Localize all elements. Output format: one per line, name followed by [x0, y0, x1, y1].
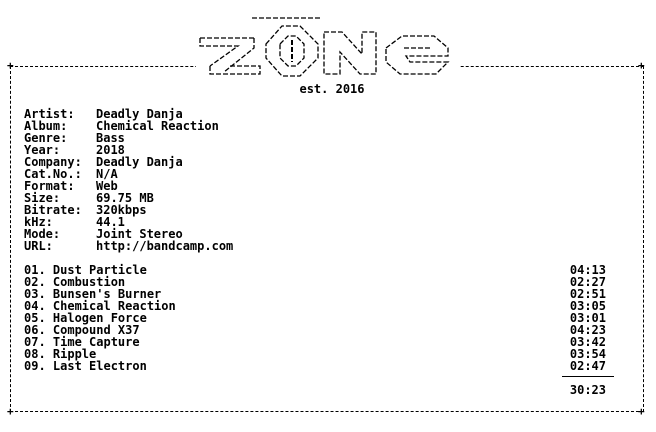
info-label: Album:	[24, 119, 68, 133]
frame-corner-tl: +	[7, 59, 14, 72]
info-value: Web	[96, 179, 118, 193]
tracklist: 01. Dust Particle 04:13 02. Combustion 02:…	[24, 264, 610, 372]
track-row: 06. Compound X37 04:23	[24, 324, 610, 336]
track-row: 07. Time Capture 03:42	[24, 336, 610, 348]
info-value: Bass	[96, 131, 125, 145]
track-time: 03:05	[569, 299, 606, 313]
track-row: 03. Bunsen's Burner 02:51	[24, 288, 610, 300]
track-title: 08. Ripple	[24, 347, 97, 361]
track-title: 09. Last Electron	[24, 359, 147, 373]
info-value: Joint Stereo	[96, 227, 183, 241]
info-value: http://bandcamp.com	[96, 239, 234, 253]
track-time: 02:27	[569, 275, 606, 289]
track-time: 04:13	[569, 263, 606, 277]
info-label: Company:	[24, 155, 82, 169]
info-row-company: Company: Deadly Danja	[24, 156, 233, 168]
track-time: 02:51	[569, 287, 606, 301]
info-label: Format:	[24, 179, 75, 193]
info-value: Deadly Danja	[96, 155, 183, 169]
info-label: Year:	[24, 143, 61, 157]
track-row: 04. Chemical Reaction 03:05	[24, 300, 610, 312]
track-title: 01. Dust Particle	[24, 263, 147, 277]
total-time: 30:23	[569, 383, 606, 397]
track-time: 02:47	[569, 359, 606, 373]
info-row-format: Format: Web	[24, 180, 233, 192]
track-time: 03:01	[569, 311, 606, 325]
track-title: 07. Time Capture	[24, 335, 140, 349]
info-label: kHz:	[24, 215, 53, 229]
frame-corner-br: +	[638, 405, 645, 418]
info-value: 320kbps	[96, 203, 147, 217]
track-row: 09. Last Electron 02:47	[24, 360, 610, 372]
info-label: Cat.No.:	[24, 167, 82, 181]
info-value: Chemical Reaction	[96, 119, 219, 133]
info-row-catno: Cat.No.: N/A	[24, 168, 233, 180]
info-row-genre: Genre: Bass	[24, 132, 233, 144]
track-title: 02. Combustion	[24, 275, 126, 289]
info-label: URL:	[24, 239, 53, 253]
info-label: Genre:	[24, 131, 68, 145]
track-title: 06. Compound X37	[24, 323, 140, 337]
track-row: 01. Dust Particle 04:13	[24, 264, 610, 276]
info-label: Size:	[24, 191, 61, 205]
info-value: Deadly Danja	[96, 107, 183, 121]
zone-logo	[196, 17, 460, 84]
info-row-album: Album: Chemical Reaction	[24, 120, 233, 132]
track-row: 05. Halogen Force 03:01	[24, 312, 610, 324]
info-label: Bitrate:	[24, 203, 82, 217]
track-title: 04. Chemical Reaction	[24, 299, 176, 313]
info-row-khz: kHz: 44.1	[24, 216, 233, 228]
info-value: N/A	[96, 167, 118, 181]
track-title: 03. Bunsen's Burner	[24, 287, 162, 301]
info-row-url: URL: http://bandcamp.com	[24, 240, 233, 252]
frame-corner-bl: +	[7, 405, 14, 418]
track-title: 05. Halogen Force	[24, 311, 147, 325]
info-row-mode: Mode: Joint Stereo	[24, 228, 233, 240]
frame-corner-tr: +	[638, 59, 645, 72]
total-divider	[562, 376, 614, 377]
release-info: Artist: Deadly Danja Album: Chemical React…	[24, 108, 233, 252]
info-value: 69.75 MB	[96, 191, 154, 205]
info-row-artist: Artist: Deadly Danja	[24, 108, 233, 120]
info-row-bitrate: Bitrate: 320kbps	[24, 204, 233, 216]
track-row: 08. Ripple 03:54	[24, 348, 610, 360]
track-time: 03:42	[569, 335, 606, 349]
established-year: est. 2016	[299, 82, 365, 96]
info-row-size: Size: 69.75 MB	[24, 192, 233, 204]
track-time: 04:23	[569, 323, 606, 337]
track-time: 03:54	[569, 347, 606, 361]
info-row-year: Year: 2018	[24, 144, 233, 156]
info-label: Mode:	[24, 227, 61, 241]
info-value: 2018	[96, 143, 125, 157]
track-row: 02. Combustion 02:27	[24, 276, 610, 288]
info-label: Artist:	[24, 107, 75, 121]
info-value: 44.1	[96, 215, 125, 229]
